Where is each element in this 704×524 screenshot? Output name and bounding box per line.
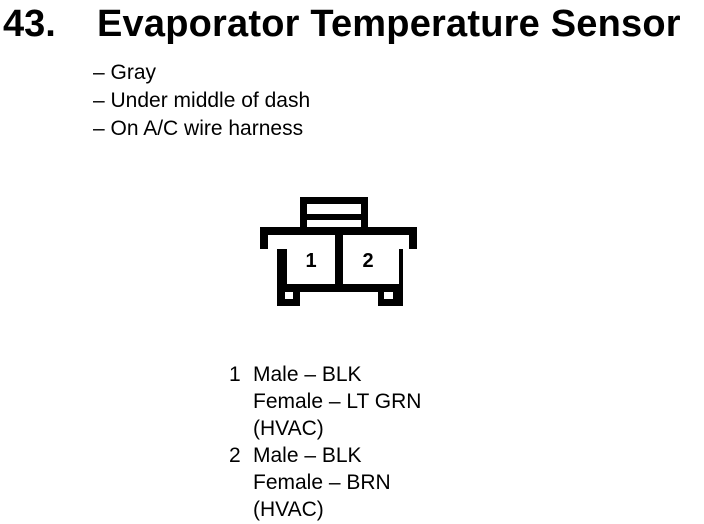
note-harness: – On A/C wire harness (93, 117, 304, 140)
latch-slot-upper (307, 204, 361, 214)
note-color: – Gray (93, 61, 157, 84)
pin-1-circuit: (HVAC) (253, 417, 324, 440)
section-number: 43. (3, 3, 56, 45)
connector-diagram: 1 2 (260, 197, 417, 306)
cavity-2-label: 2 (362, 250, 373, 272)
pin-list: 1 Male – BLK Female – LT GRN (HVAC) 2 Ma… (229, 361, 421, 523)
pin-2-description: Male – BLK Female – BRN (HVAC) (253, 442, 391, 523)
latch-slot-lower (307, 220, 361, 227)
pin-item-2: 2 Male – BLK Female – BRN (HVAC) (229, 442, 421, 523)
cavity-2 (343, 235, 409, 284)
pin-2-number: 2 (229, 444, 241, 467)
left-foot-notch (285, 292, 293, 299)
pin-2-circuit: (HVAC) (253, 498, 324, 521)
pin-1-description: Male – BLK Female – LT GRN (HVAC) (253, 361, 421, 442)
pin-1-number: 1 (229, 363, 241, 386)
notes-list: – Gray – Under middle of dash – On A/C w… (93, 59, 310, 143)
cavity-1 (268, 235, 335, 284)
pin-1-male-wire: Male – BLK (253, 363, 362, 386)
pin-1-female-wire: Female – LT GRN (253, 390, 422, 413)
right-foot-notch (384, 292, 393, 299)
pin-2-male-wire: Male – BLK (253, 444, 362, 467)
note-location: – Under middle of dash (93, 89, 311, 112)
page-title: Evaporator Temperature Sensor (97, 3, 681, 45)
cavity-1-label: 1 (305, 250, 316, 272)
pin-item-1: 1 Male – BLK Female – LT GRN (HVAC) (229, 361, 421, 442)
connector-cavities (268, 204, 409, 299)
pin-2-female-wire: Female – BRN (253, 471, 391, 494)
